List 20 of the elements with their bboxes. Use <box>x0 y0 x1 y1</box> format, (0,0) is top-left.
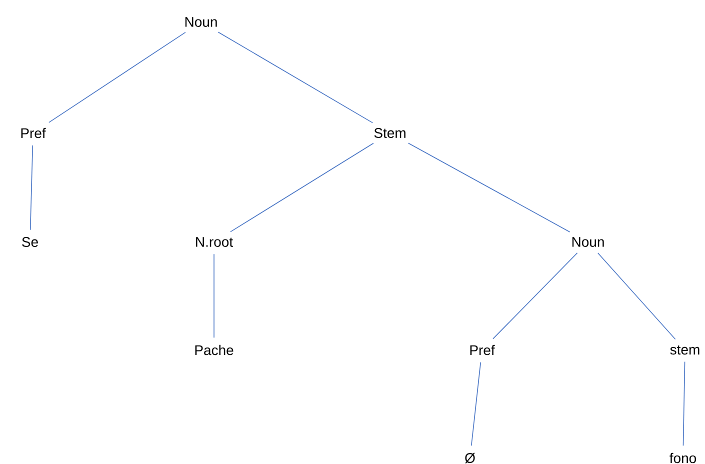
tree-label: Noun <box>572 237 604 247</box>
tree-label: Stem <box>374 128 406 138</box>
branch-line <box>598 252 676 340</box>
branch-line <box>492 252 578 340</box>
branch-line <box>470 362 482 446</box>
branch-line <box>230 142 374 232</box>
tree-label: Noun <box>185 17 217 27</box>
tree-label: Pref <box>21 128 46 138</box>
tree-label: Ø <box>465 452 475 464</box>
branch-line <box>30 144 34 230</box>
tree-label: Se <box>22 237 38 247</box>
tree-label: Pache <box>195 344 234 356</box>
branch-line <box>48 32 186 123</box>
branch-line <box>408 142 570 232</box>
tree-label: fono <box>670 452 696 464</box>
tree-label: stem <box>670 345 700 355</box>
branch-line <box>218 32 374 124</box>
tree-label: Pref <box>470 344 495 356</box>
tree-label: N.root <box>196 237 233 247</box>
branch-line <box>682 361 686 446</box>
